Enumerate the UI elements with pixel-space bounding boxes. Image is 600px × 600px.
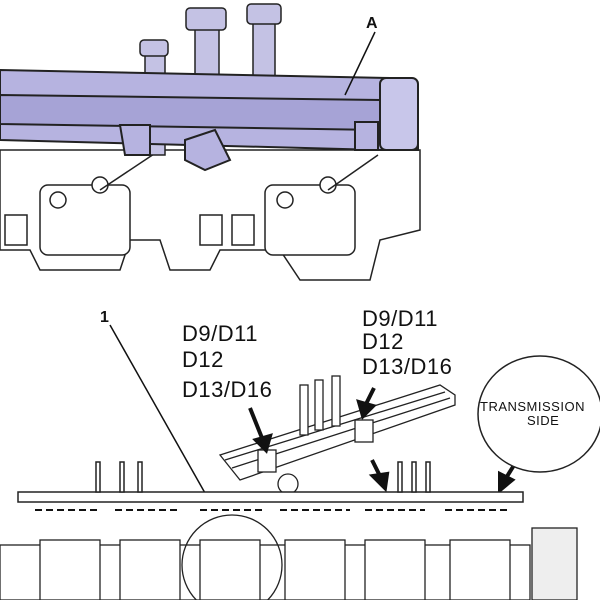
long-rail (17, 461, 524, 503)
callout-1-label: 1 (100, 309, 110, 326)
model-label: D9/D11 (182, 321, 258, 346)
model-label: D12 (362, 329, 404, 354)
callout-1-leader (109, 324, 206, 494)
model-label: D12 (182, 347, 224, 372)
transmission-side-circle (477, 355, 600, 473)
tool-a-rail (0, 68, 419, 172)
cylinder-head-top (0, 149, 421, 281)
transmission-side-label-line1: TRANSMISSION (480, 399, 585, 414)
model-label: D13/D16 (182, 377, 273, 402)
model-label: D13/D16 (362, 354, 453, 379)
cylinder-head-bottom (0, 514, 578, 600)
model-label: D9/D11 (362, 306, 438, 331)
transmission-side-label-line2: SIDE (527, 413, 560, 428)
callout-a-leader (344, 31, 376, 96)
callout-a-label: A (366, 15, 379, 32)
inset-tool (218, 375, 456, 495)
